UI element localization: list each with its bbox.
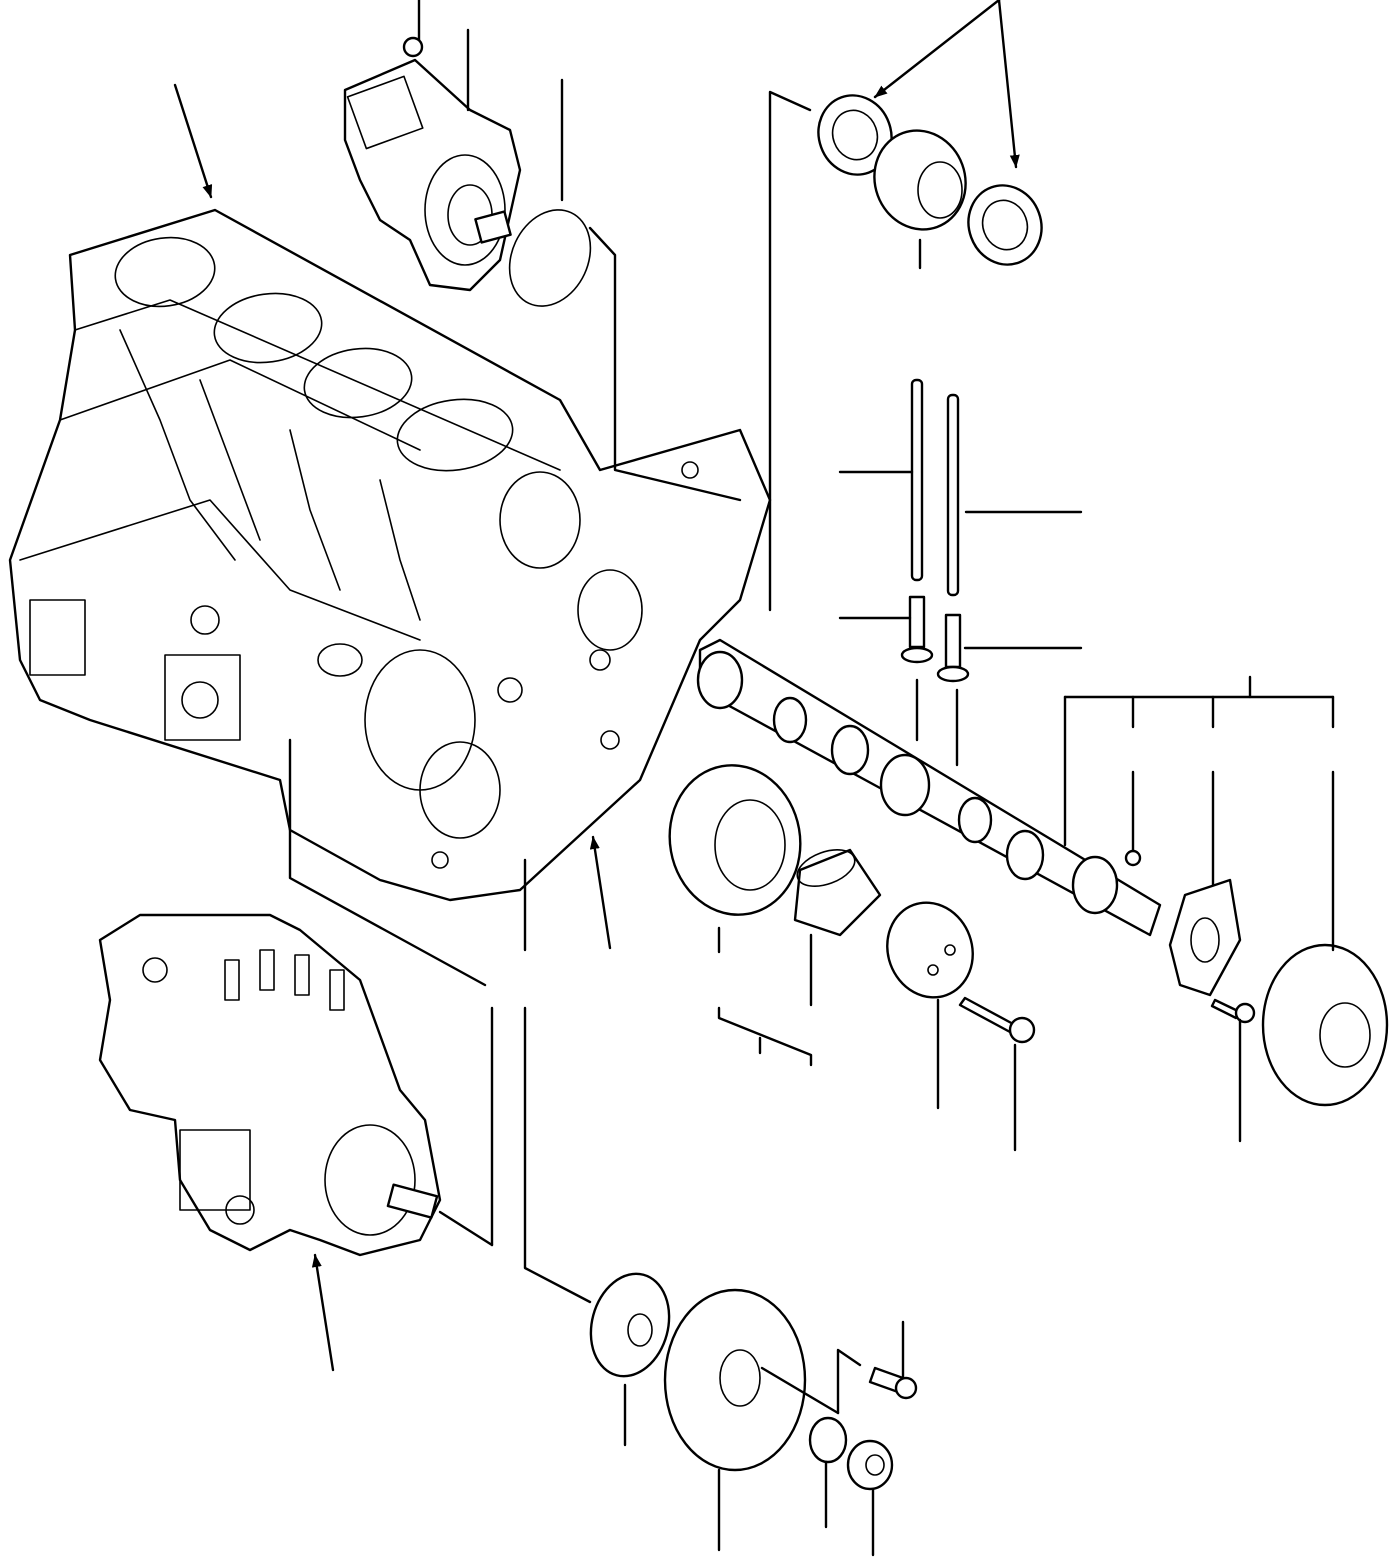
fuel-pump-gear [1261,943,1389,1107]
plate [1168,878,1242,997]
hydraulic-pump [343,36,522,292]
bolt [958,996,1036,1044]
bushing [793,848,882,937]
flange [589,1272,671,1378]
fuel-injection-pump [98,913,442,1257]
plug [868,1366,918,1400]
idler-gear-assembly [817,94,1043,266]
nut [846,1439,894,1491]
camshaft-gear [668,764,802,916]
cylinder-block [8,208,772,902]
leader-lines [173,0,1335,1557]
o-ring [508,209,592,307]
push-rods [900,378,970,683]
camshaft [696,638,1162,937]
thrust-plate [886,901,974,999]
bolt-small [1210,998,1256,1024]
drive-gear [663,1288,807,1472]
lock-washer [808,1416,848,1464]
